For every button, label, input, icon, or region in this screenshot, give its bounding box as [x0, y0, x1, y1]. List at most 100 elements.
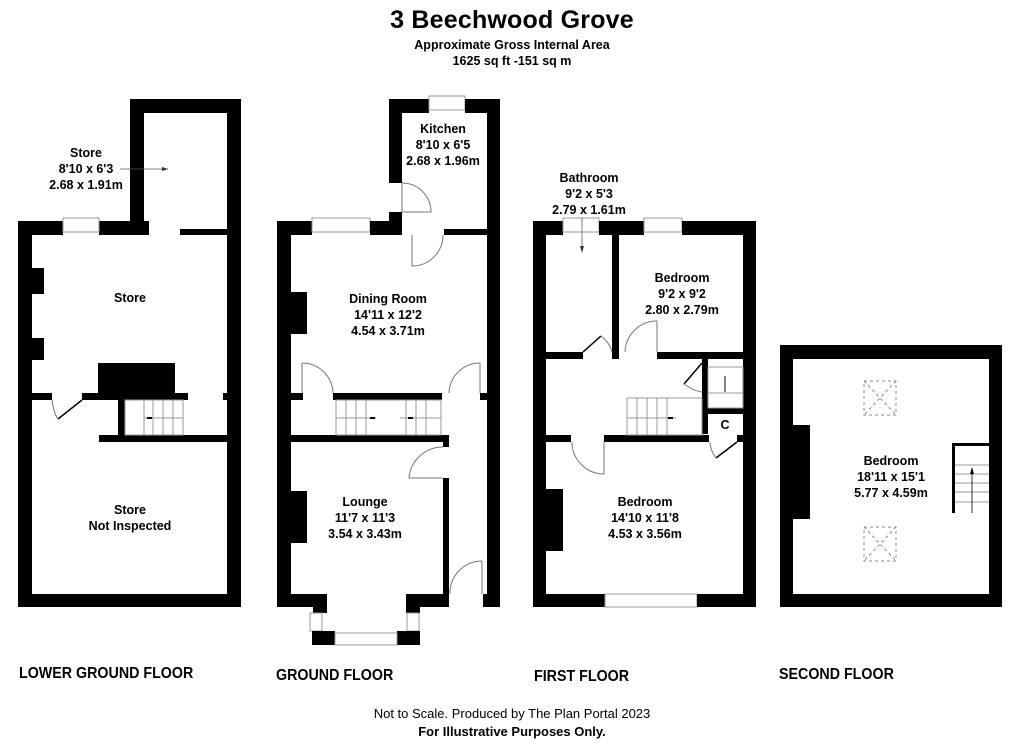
room-dims-imperial: 8'10 x 6'5: [416, 138, 471, 152]
room-name: Bathroom: [559, 171, 618, 185]
chimney-breast: [277, 491, 307, 543]
skylight: [863, 526, 897, 562]
room-name: Kitchen: [420, 122, 466, 136]
wall: [333, 393, 442, 400]
wall: [443, 435, 449, 447]
wall: [743, 221, 756, 607]
door: [624, 320, 658, 353]
door: [582, 335, 613, 353]
wall: [780, 594, 1002, 607]
room-name: Bedroom: [618, 495, 673, 509]
door: [408, 446, 444, 479]
window: [311, 217, 371, 233]
wall: [480, 393, 489, 400]
floor-label-second: SECOND FLOOR: [779, 666, 894, 683]
wall: [312, 631, 335, 645]
window: [406, 612, 420, 632]
wall: [444, 229, 489, 235]
wall: [599, 221, 644, 235]
gross-area: 1625 sq ft -151 sq m: [452, 54, 572, 68]
window: [604, 593, 698, 608]
door: [411, 234, 444, 267]
wall: [313, 607, 327, 613]
staircase: [124, 399, 184, 436]
room-name: Store: [114, 503, 146, 517]
wall: [487, 99, 500, 607]
room-dims-metric: 4.54 x 3.71m: [351, 324, 425, 338]
window: [309, 612, 323, 632]
wall: [697, 594, 756, 607]
room-dims-imperial: 9'2 x 9'2: [658, 287, 706, 301]
footer-illustrative: For Illustrative Purposes Only.: [418, 724, 606, 739]
door: [683, 362, 703, 393]
room-dims-metric: 2.68 x 1.96m: [406, 154, 480, 168]
wall: [483, 594, 500, 607]
room-name: Dining Room: [349, 292, 427, 306]
skylight: [863, 380, 897, 416]
room-note: Not Inspected: [89, 519, 172, 533]
wall: [18, 594, 241, 607]
wall: [32, 393, 52, 400]
ground-floor-plan: Kitchen 8'10 x 6'5 2.68 x 1.96m Dining R…: [277, 95, 500, 646]
room-dims-metric: 3.54 x 3.43m: [328, 527, 402, 541]
door: [401, 182, 432, 213]
wall: [604, 435, 709, 442]
chimney-breast: [18, 338, 44, 360]
room-name: Bedroom: [655, 271, 710, 285]
room-dims-imperial: 11'7 x 11'3: [335, 511, 395, 525]
wall: [546, 352, 583, 359]
room-name: Bedroom: [864, 454, 919, 468]
window: [643, 217, 683, 233]
wall: [291, 435, 449, 442]
wall: [180, 229, 230, 235]
chimney-breast: [793, 425, 810, 519]
chimney-breast: [277, 292, 307, 334]
wall: [227, 99, 241, 607]
room-dims-imperial: 8'10 x 6'3: [59, 162, 114, 176]
closet-label: C: [720, 418, 729, 432]
wall: [546, 435, 571, 442]
wall: [443, 478, 449, 594]
wall: [389, 99, 402, 183]
closet-door: [709, 441, 738, 459]
wall: [223, 393, 229, 400]
first-floor-plan: Bathroom 9'2 x 5'3 2.79 x 1.61m Bedroom …: [533, 171, 756, 608]
room-dims-imperial: 9'2 x 5'3: [565, 187, 613, 201]
wall: [130, 99, 240, 113]
room-dims-metric: 5.77 x 4.59m: [854, 486, 928, 500]
wall: [737, 435, 743, 442]
wall: [657, 352, 743, 359]
window: [62, 217, 100, 233]
window: [428, 95, 466, 111]
wall: [612, 235, 619, 359]
wall: [397, 631, 420, 645]
wall: [118, 400, 125, 437]
wall: [389, 212, 402, 232]
chimney-breast: [18, 268, 44, 294]
room-dims-imperial: 18'11 x 15'1: [857, 470, 925, 484]
footer-disclaimer: Not to Scale. Produced by The Plan Porta…: [373, 706, 651, 721]
wall: [18, 221, 32, 607]
second-floor-plan: Bedroom 18'11 x 15'1 5.77 x 4.59m: [780, 345, 1002, 607]
room-dims-imperial: 14'11 x 12'2: [354, 308, 422, 322]
door: [571, 441, 605, 475]
room-dims-imperial: 14'10 x 11'8: [611, 511, 679, 525]
room-name: Store: [70, 146, 102, 160]
wall: [99, 221, 149, 235]
staircase: [626, 366, 744, 436]
room-dims-metric: 2.79 x 1.61m: [552, 203, 626, 217]
wall: [780, 345, 793, 607]
area-subtitle: Approximate Gross Internal Area: [414, 38, 610, 52]
wall: [291, 393, 303, 400]
front-door: [449, 560, 483, 595]
room-name: Store: [114, 291, 146, 305]
wall: [702, 408, 743, 414]
door: [301, 362, 334, 394]
arrow-icon: [162, 167, 168, 171]
room-name: Lounge: [342, 495, 387, 509]
door: [448, 362, 481, 394]
wall: [989, 345, 1002, 607]
wall: [130, 99, 144, 229]
room-dims-metric: 4.53 x 3.56m: [608, 527, 682, 541]
